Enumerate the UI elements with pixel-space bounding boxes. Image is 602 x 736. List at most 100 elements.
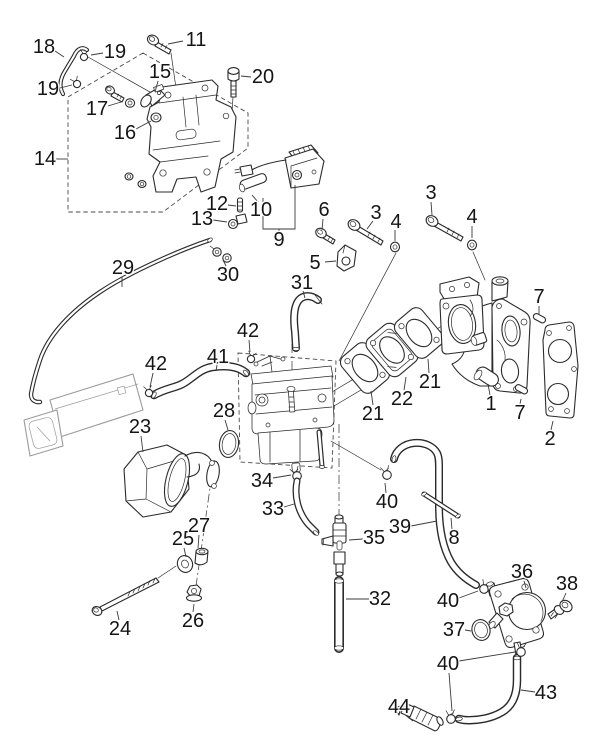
part-number-33: 33 (262, 498, 284, 520)
solenoid-9 (234, 144, 325, 189)
leader-line-40 (448, 672, 453, 712)
part-number-35: 35 (363, 527, 385, 549)
bolt-3b (425, 215, 464, 242)
manifold-gasket-2 (542, 321, 579, 419)
leader-line-23 (140, 435, 144, 453)
part-number-11: 11 (186, 29, 207, 51)
leader-line-22 (403, 376, 407, 391)
leader-line-27 (197, 534, 200, 549)
part-number-42: 42 (237, 320, 259, 342)
hose-clamp-40d (444, 708, 458, 725)
spacer-plate-22 (365, 322, 419, 378)
leader-line-12 (227, 204, 237, 207)
drain-hose-33 (292, 477, 320, 536)
intake-manifold-1 (439, 276, 531, 394)
part-number-1: 1 (485, 393, 496, 415)
part-number-4: 4 (466, 206, 477, 228)
part-number-16: 16 (114, 122, 136, 144)
part-number-15: 15 (149, 61, 171, 83)
leader-line-33 (283, 503, 295, 508)
part-number-38: 38 (556, 573, 578, 595)
leader-line-3 (430, 201, 433, 216)
o-ring-37 (471, 619, 491, 641)
cable-stop-15 (140, 84, 166, 108)
washer-4b (466, 239, 478, 251)
breather-hose-31 (290, 292, 323, 352)
leader-line-13 (212, 219, 228, 223)
nut-26 (185, 584, 203, 602)
part-number-42: 42 (145, 353, 167, 375)
bolt-20 (227, 67, 240, 98)
part-number-12: 12 (206, 193, 228, 215)
leader-line-1 (487, 383, 491, 396)
bracket-plate-14 (146, 79, 237, 193)
part-number-28: 28 (213, 400, 235, 422)
clip-13 (227, 213, 248, 230)
part-number-9: 9 (273, 229, 284, 251)
group-box-14 (67, 52, 249, 213)
leader-line-44 (403, 713, 414, 722)
leader-line-17 (107, 101, 122, 107)
leader-line-20 (240, 75, 252, 78)
part-number-22: 22 (391, 388, 413, 410)
leader-line-40 (458, 651, 516, 662)
gasket-21-upper (393, 307, 445, 359)
part-number-21: 21 (362, 403, 384, 425)
leader-line-35 (348, 538, 364, 541)
part-number-41: 41 (207, 346, 229, 368)
leader-line-30 (222, 259, 227, 267)
washer-25 (176, 555, 194, 573)
leader-line-18 (54, 50, 65, 58)
leader-line-10 (251, 194, 259, 203)
group-box-carburetor (237, 352, 337, 469)
pulse-tube-8 (421, 491, 461, 519)
bolt-17 (105, 85, 136, 108)
tube-32 (333, 576, 345, 653)
leader-line-40 (458, 590, 479, 599)
part-number-17: 17 (86, 98, 108, 120)
intake-silencer-23 (123, 444, 220, 518)
part-number-40: 40 (437, 590, 459, 612)
part-number-5: 5 (309, 252, 320, 274)
part-number-7: 7 (533, 286, 544, 308)
o-ring-28 (218, 430, 240, 458)
part-number-36: 36 (511, 561, 533, 583)
leader-line-42 (149, 372, 154, 388)
rod-clip-19a (79, 49, 89, 62)
fuel-connector-44 (393, 702, 444, 732)
leader-line-41 (215, 364, 218, 372)
bolt-3a (347, 219, 384, 246)
part-number-3: 3 (425, 182, 436, 204)
part-number-7: 7 (514, 402, 525, 424)
leader-line-37 (464, 629, 472, 632)
part-number-18: 18 (33, 36, 55, 58)
spacer-27 (194, 547, 209, 566)
part-number-8: 8 (448, 527, 459, 549)
leader-line-42 (248, 339, 251, 353)
part-number-32: 32 (369, 588, 391, 610)
grommets (124, 172, 147, 189)
part-number-27: 27 (188, 515, 210, 537)
part-number-44: 44 (388, 696, 410, 718)
leader-line-36 (523, 580, 527, 589)
part-number-13: 13 (191, 208, 213, 230)
leader-lines (54, 40, 567, 722)
link-pin-10 (238, 173, 267, 193)
part-number-29: 29 (112, 257, 134, 279)
part-number-25: 25 (172, 528, 194, 550)
rod-clip-19b (69, 74, 83, 90)
leader-line-19 (59, 84, 73, 89)
leader-line-11 (167, 40, 184, 45)
bolt-6 (315, 227, 336, 245)
washer-16 (150, 112, 162, 123)
part-number-10: 10 (250, 199, 272, 221)
leader-line-25 (183, 547, 187, 558)
part-number-21: 21 (419, 371, 441, 393)
throttle-rod-18 (58, 46, 90, 97)
part-number-37: 37 (443, 619, 465, 641)
part-number-39: 39 (389, 516, 411, 538)
spring-pin-12 (236, 197, 244, 213)
part-number-26: 26 (182, 610, 204, 632)
